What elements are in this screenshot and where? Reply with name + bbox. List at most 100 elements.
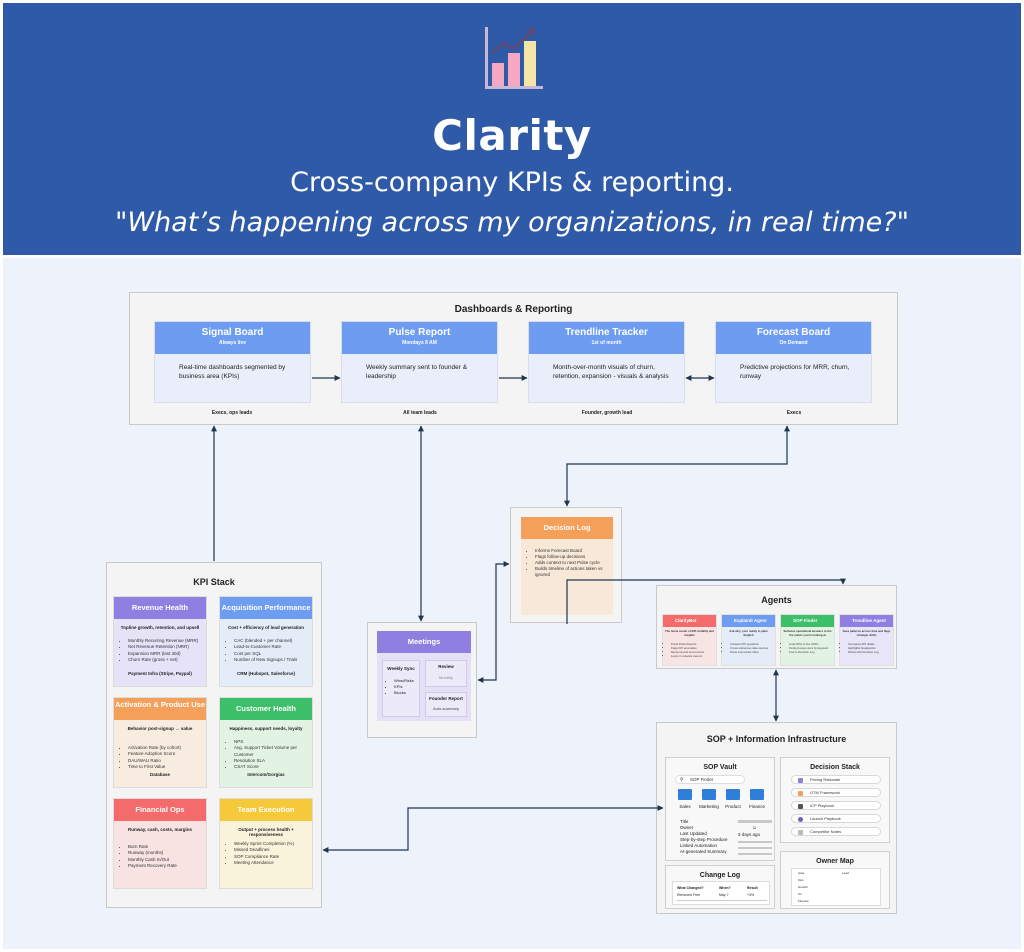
kpi-card-financial-ops: Financial Ops Runway, cash, costs, margi… (113, 798, 207, 889)
doc-icon (798, 816, 803, 822)
list-item: Churn Rate (gross + net) (128, 657, 206, 663)
list-item: Informs Forecast Board (535, 548, 609, 554)
kpi-card-activation: Activation & Product Use Behavior post-s… (113, 697, 207, 788)
list-item: DAU/WAU Ratio (128, 758, 206, 764)
list-item: Resolution SLA (234, 758, 312, 764)
kpi-card-customer-health: Customer Health Happiness, support needs… (219, 697, 313, 788)
doc-icon (798, 829, 803, 835)
card-title: Forecast Board (756, 327, 831, 338)
sop-infra-title: SOP + Information Infrastructure (706, 734, 847, 744)
list-item: Highlights breakpoints (848, 646, 893, 650)
card-subtitle: Mondays 8 AM (402, 340, 437, 346)
agent-desc: Surfaces operational answers to the the … (783, 629, 832, 637)
card-body: Month-over-month visuals of churn, reten… (553, 364, 669, 380)
updated-ago: 3 days ago (738, 832, 761, 837)
list-item: Loops in relevant owners (671, 654, 716, 658)
kpi-title: Revenue Health (114, 597, 206, 619)
app-tagline: Cross-company KPIs & reporting. (290, 167, 734, 198)
decision-item[interactable]: Launch Playbook (791, 814, 881, 823)
table-header: When? (719, 886, 731, 890)
list-item: Cross-references data sources (730, 646, 775, 650)
owner-map: Owner Map Area Lead Ops Growth Cs Financ… (780, 851, 890, 909)
kpi-source: CRM (Hubspot, Salesforce) (236, 671, 295, 676)
app-quote: "What’s happening across my organization… (114, 207, 910, 238)
list-item: Time to First Value (128, 764, 206, 770)
list-item: Recommends focus points (671, 650, 716, 654)
founder-report-value: Auto-summary (432, 706, 459, 711)
list-item: NPS (234, 739, 312, 745)
doc-icon (798, 790, 803, 796)
folder-icon[interactable] (726, 789, 740, 800)
kpi-source: Intercom/Gorgias (247, 772, 285, 777)
folder-icon[interactable] (678, 789, 692, 800)
list-item: SOP Compliance Rate (234, 854, 312, 860)
audience-label: Execs, ops leads (211, 410, 253, 416)
agents-title: Agents (761, 595, 792, 605)
table-cell: Growth (798, 885, 808, 889)
list-item: Monthly Cash In/Out (128, 857, 206, 863)
hero-header: Clarity Cross-company KPIs & reporting. … (3, 3, 1021, 255)
audience-label: All team leads (403, 410, 437, 416)
decision-log-panel: Decision Log Informs Forecast Board Flag… (510, 507, 622, 623)
sop-field: Owner (680, 825, 694, 830)
sop-search-input[interactable]: ⚲ SOP Finder (675, 775, 745, 784)
sop-field: AI-generated Summary (680, 849, 727, 854)
agents-panel: Agents ClarityBot The nerve center of KP… (656, 585, 897, 669)
table-cell: Finance (798, 899, 809, 903)
decision-item[interactable]: Competitor Notes (791, 827, 881, 836)
folder-icon[interactable] (702, 789, 716, 800)
card-body: Predictive projections for MRR, churn, r… (740, 364, 850, 380)
sop-field: Title (680, 819, 689, 824)
table-header: What Changed? (677, 886, 704, 890)
list-item: CAC (blended + per channel) (234, 638, 312, 644)
card-title: Trendline Tracker (565, 327, 648, 338)
list-item: Number of New Signups / Trials (234, 657, 312, 663)
change-log: Change Log What Changed? When? Result Re… (665, 865, 775, 909)
sop-vault-title: SOP Vault (703, 764, 737, 771)
agent-title: Explainit Agent (722, 615, 775, 627)
kpi-source: Database (149, 772, 170, 777)
list-item: Feature Adoption Score (128, 751, 206, 757)
decision-item[interactable]: ICP Playbook (791, 801, 881, 810)
list-item: Expansion MRR (last 30d) (128, 651, 206, 657)
decision-item[interactable]: Pricing Rationale (791, 775, 881, 784)
folder-icon[interactable] (750, 789, 764, 800)
list-item: Weekly Sprint Completion (%) (234, 841, 312, 847)
folder-label: Finance (748, 804, 765, 809)
kpi-card-revenue-health: Revenue Health Topline growth, retention… (113, 596, 207, 687)
meetings-panel: Meetings Weekly Sync Wins/Risks KPIs Blo… (367, 622, 477, 738)
agent-desc: The nerve center of KPI visibility and i… (665, 629, 714, 637)
placeholder-line (738, 841, 772, 843)
sop-fields: Title Owner Last Updated Step-by-step Pr… (680, 819, 728, 855)
agent-title: SOP Finder (781, 615, 834, 627)
folder-label: Product (725, 804, 741, 809)
placeholder-line (738, 847, 772, 849)
kpi-title: Team Execution (220, 799, 312, 821)
list-item: KPIs (394, 684, 419, 690)
weekly-sync-title: Weekly Sync (387, 666, 415, 671)
list-item: Links KPIs to live SOPs (789, 642, 834, 646)
placeholder-line (738, 820, 772, 823)
decision-stack: Decision Stack Pricing Rationale GTM Fra… (780, 757, 890, 843)
decision-stack-title: Decision Stack (810, 764, 860, 771)
placeholder-line (738, 853, 772, 855)
kpi-card-team-execution: Team Execution Output + process health +… (219, 798, 313, 889)
dashboards-title: Dashboards & Reporting (454, 304, 573, 315)
kpi-title: Customer Health (220, 698, 312, 720)
card-subtitle: On Demand (779, 340, 808, 346)
sop-infra-panel: SOP + Information Infrastructure SOP Vau… (656, 722, 897, 914)
list-item: Answers KPI questions (730, 642, 775, 646)
list-item: Finds process docs by keyword (789, 646, 834, 650)
list-item: Payment Recovery Rate (128, 863, 206, 869)
kpi-title: Financial Ops (114, 799, 206, 821)
kpi-subtitle: Topline growth, retention, and upsell (120, 625, 200, 630)
table-cell: +3% (747, 893, 755, 897)
kpi-stack-title: KPI Stack (193, 577, 235, 587)
decision-item-label: GTM Framework (810, 790, 840, 795)
decision-item[interactable]: GTM Framework (791, 788, 881, 797)
kpi-title: Activation & Product Use (114, 698, 206, 720)
table-header: Lead (842, 871, 849, 875)
